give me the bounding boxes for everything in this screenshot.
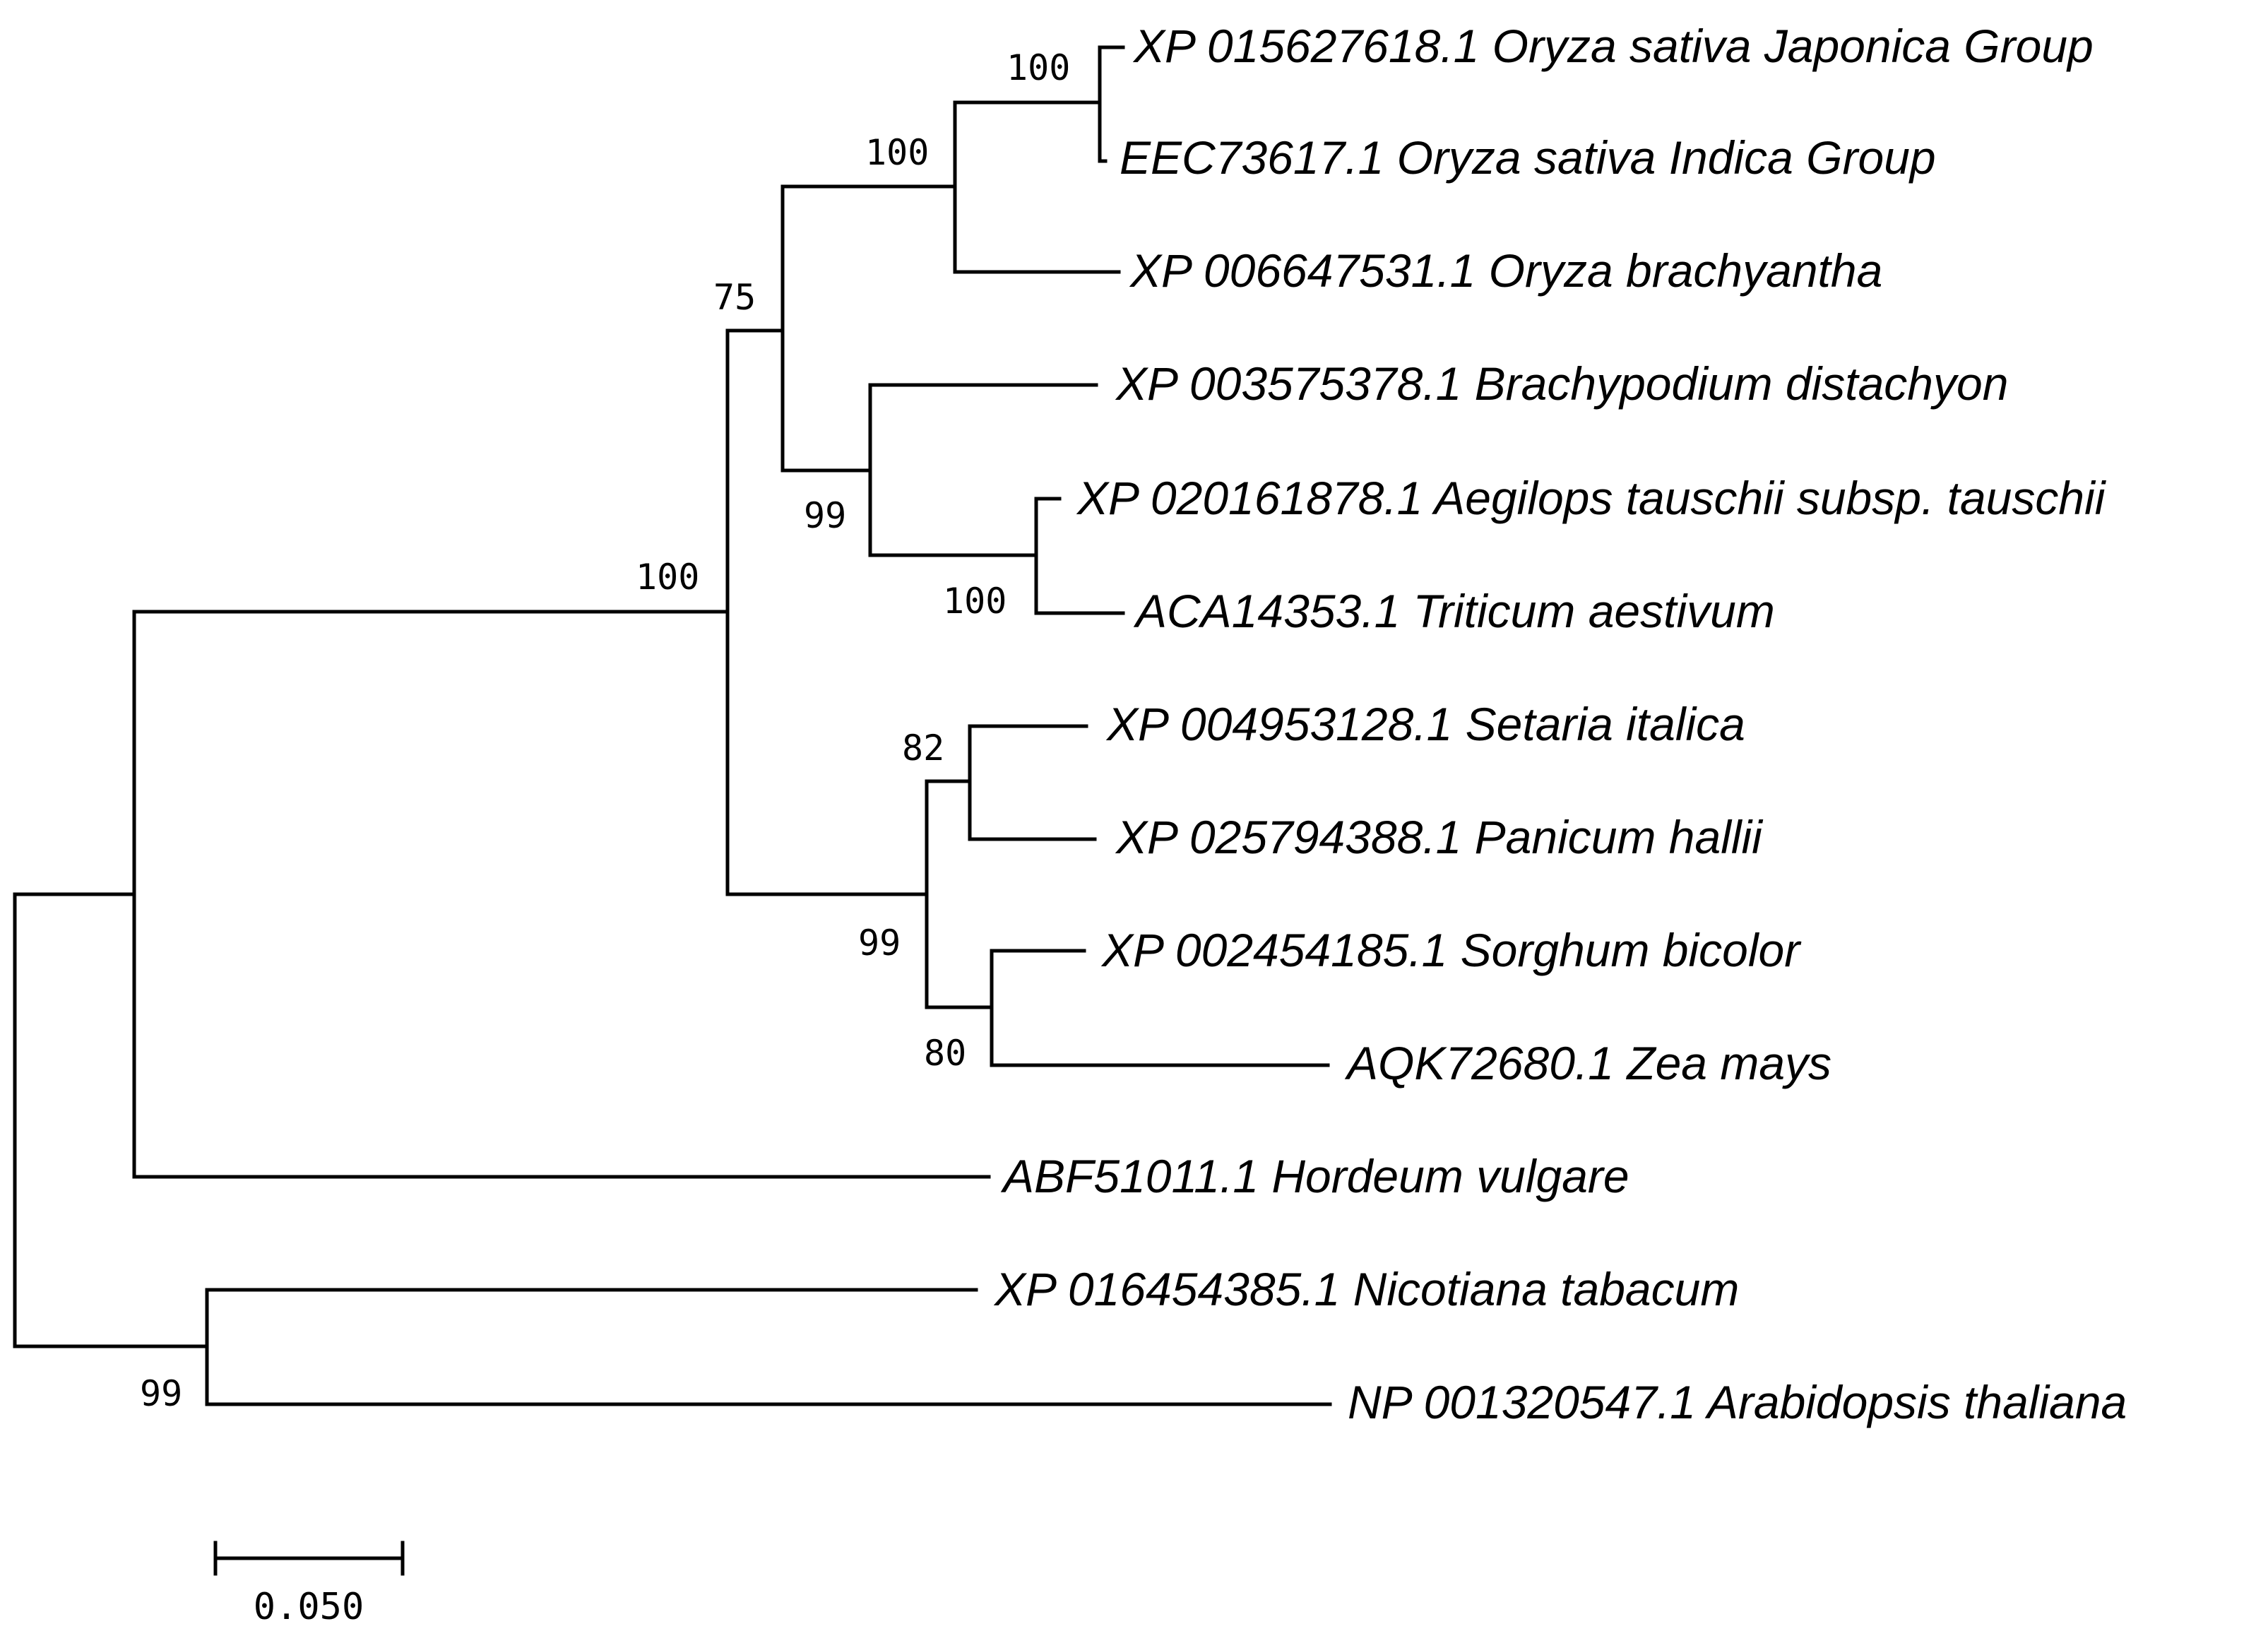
leaf-label: ACA14353.1 Triticum aestivum [1133,585,1775,637]
leaf-label: XP 003575378.1 Brachypodium distachyon [1115,357,2008,410]
leaf-label: XP 015627618.1 Oryza sativa Japonica Gro… [1132,20,2094,72]
bootstrap-value: 100 [943,581,1007,622]
leaf-label: XP 004953128.1 Setaria italica [1105,698,1745,750]
bootstrap-value: 82 [902,728,944,769]
leaf-label: XP 016454385.1 Nicotiana tabacum [993,1263,1739,1315]
leaf-label: XP 020161878.1 Aegilops tauschii subsp. … [1076,472,2107,524]
leaf-label: XP 002454185.1 Sorghum bicolor [1100,924,1802,976]
bootstrap-values: 100 100 75 99 100 100 82 99 80 99 [140,47,1070,1414]
bootstrap-value: 99 [858,923,901,963]
leaf-label: XP 006647531.1 Oryza brachyantha [1129,244,1882,297]
scale-bar: 0.050 [213,1541,405,1628]
bootstrap-value: 100 [636,557,699,598]
leaf-label: AQK72680.1 Zea mays [1344,1037,1831,1089]
leaf-label: XP 025794388.1 Panicum hallii [1115,811,1764,863]
leaf-label: ABF51011.1 Hordeum vulgare [1000,1150,1629,1202]
tree-branches [13,45,1332,1406]
bootstrap-value: 99 [804,495,846,536]
leaf-label: EEC73617.1 Oryza sativa Indica Group [1120,131,1936,184]
bootstrap-value: 100 [1007,47,1070,88]
bootstrap-value: 99 [140,1373,182,1414]
bootstrap-value: 100 [865,132,929,173]
bootstrap-value: 80 [924,1033,966,1074]
bootstrap-value: 75 [713,277,756,318]
scale-bar-label: 0.050 [254,1586,364,1628]
leaf-label: NP 001320547.1 Arabidopsis thaliana [1348,1376,2127,1428]
leaf-labels: XP 015627618.1 Oryza sativa Japonica Gro… [993,20,2127,1428]
